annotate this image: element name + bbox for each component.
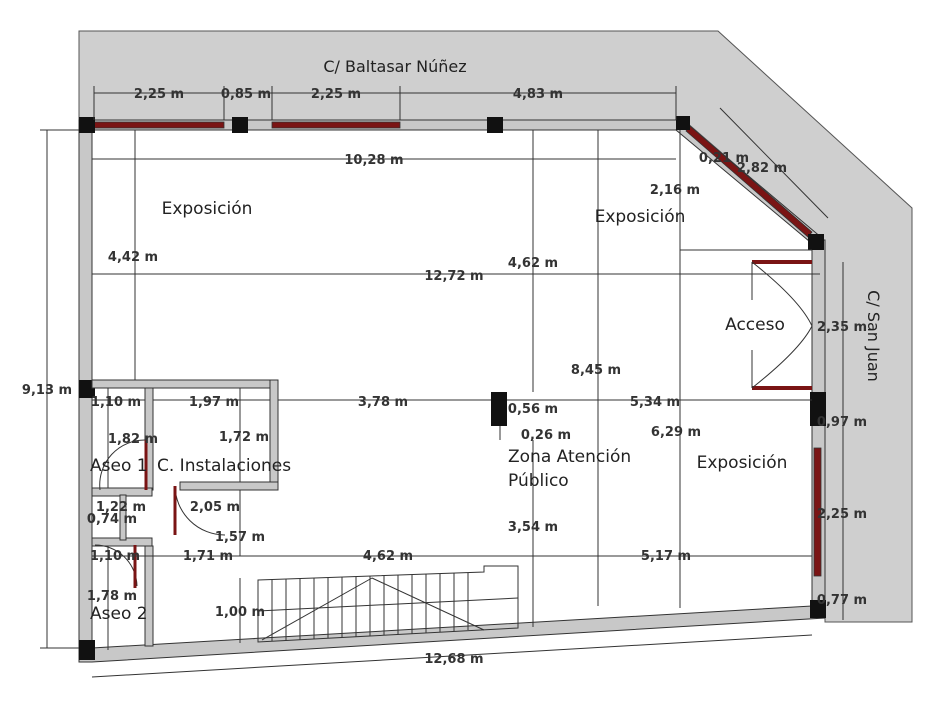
dim-0-56: 0,56 m [508,402,558,417]
dim-2-25-right: 2,25 m [817,507,867,522]
dim-top-2-25-a: 2,25 m [134,87,184,102]
dim-2-35: 2,35 m [817,320,867,335]
dim-4-42: 4,42 m [108,250,158,265]
room-zona-atencion-line1: Zona Atención [508,447,631,467]
dim-2-05: 2,05 m [190,500,240,515]
dim-12-68: 12,68 m [424,652,483,667]
room-exposicion-right: Exposición [697,453,788,473]
dim-1-97: 1,97 m [189,395,239,410]
room-aseo-1: Aseo 1 [90,456,148,476]
dim-2-82: 2,82 m [737,161,787,176]
dim-1-72: 1,72 m [219,430,269,445]
dim-0-77: 0,77 m [817,593,867,608]
room-aseo-2: Aseo 2 [90,604,148,624]
dim-1-22: 1,22 m [96,500,146,515]
room-c-instalaciones: C. Instalaciones [157,456,291,476]
dim-9-13: 9,13 m [22,383,72,398]
interior-walls [91,379,279,647]
dim-1-00: 1,00 m [215,605,265,620]
dim-1-71: 1,71 m [183,549,233,564]
dim-4-62-horizontal: 4,62 m [363,549,413,564]
dim-0-97: 0,97 m [817,415,867,430]
dim-10-28: 10,28 m [344,153,403,168]
doors [94,260,813,588]
dim-3-78: 3,78 m [358,395,408,410]
dim-1-57: 1,57 m [215,530,265,545]
street-top-label: C/ Baltasar Núñez [323,57,466,76]
dim-top-4-83: 4,83 m [513,87,563,102]
dim-1-82: 1,82 m [108,432,158,447]
staircase [257,565,519,643]
dim-8-45: 8,45 m [571,363,621,378]
dim-5-34: 5,34 m [630,395,680,410]
dimension-lines [40,86,844,678]
dim-2-16: 2,16 m [650,183,700,198]
dim-0-26: 0,26 m [521,428,571,443]
street-right-label: C/ San Juan [864,290,883,382]
dim-6-29: 6,29 m [651,425,701,440]
dim-1-10-a: 1,10 m [91,395,141,410]
dim-3-54: 3,54 m [508,520,558,535]
dim-4-62-vertical: 4,62 m [508,256,558,271]
dim-top-2-25-b: 2,25 m [311,87,361,102]
dim-12-72: 12,72 m [424,269,483,284]
room-acceso: Acceso [725,315,785,335]
interior-floor [92,130,812,650]
room-zona-atencion-line2: Público [508,471,569,491]
room-exposicion-top-right: Exposición [595,207,686,227]
dim-0-74: 0,74 m [87,512,137,527]
dim-top-0-85: 0,85 m [221,87,271,102]
columns [79,116,826,660]
dim-0-21: 0,21 m [699,151,749,166]
dim-5-17: 5,17 m [641,549,691,564]
dim-1-78: 1,78 m [87,589,137,604]
dim-1-10-b: 1,10 m [90,549,140,564]
room-exposicion-left: Exposición [162,199,253,219]
dimension-labels: 2,25 m 0,85 m 2,25 m 4,83 m 10,28 m 0,21… [22,87,867,667]
